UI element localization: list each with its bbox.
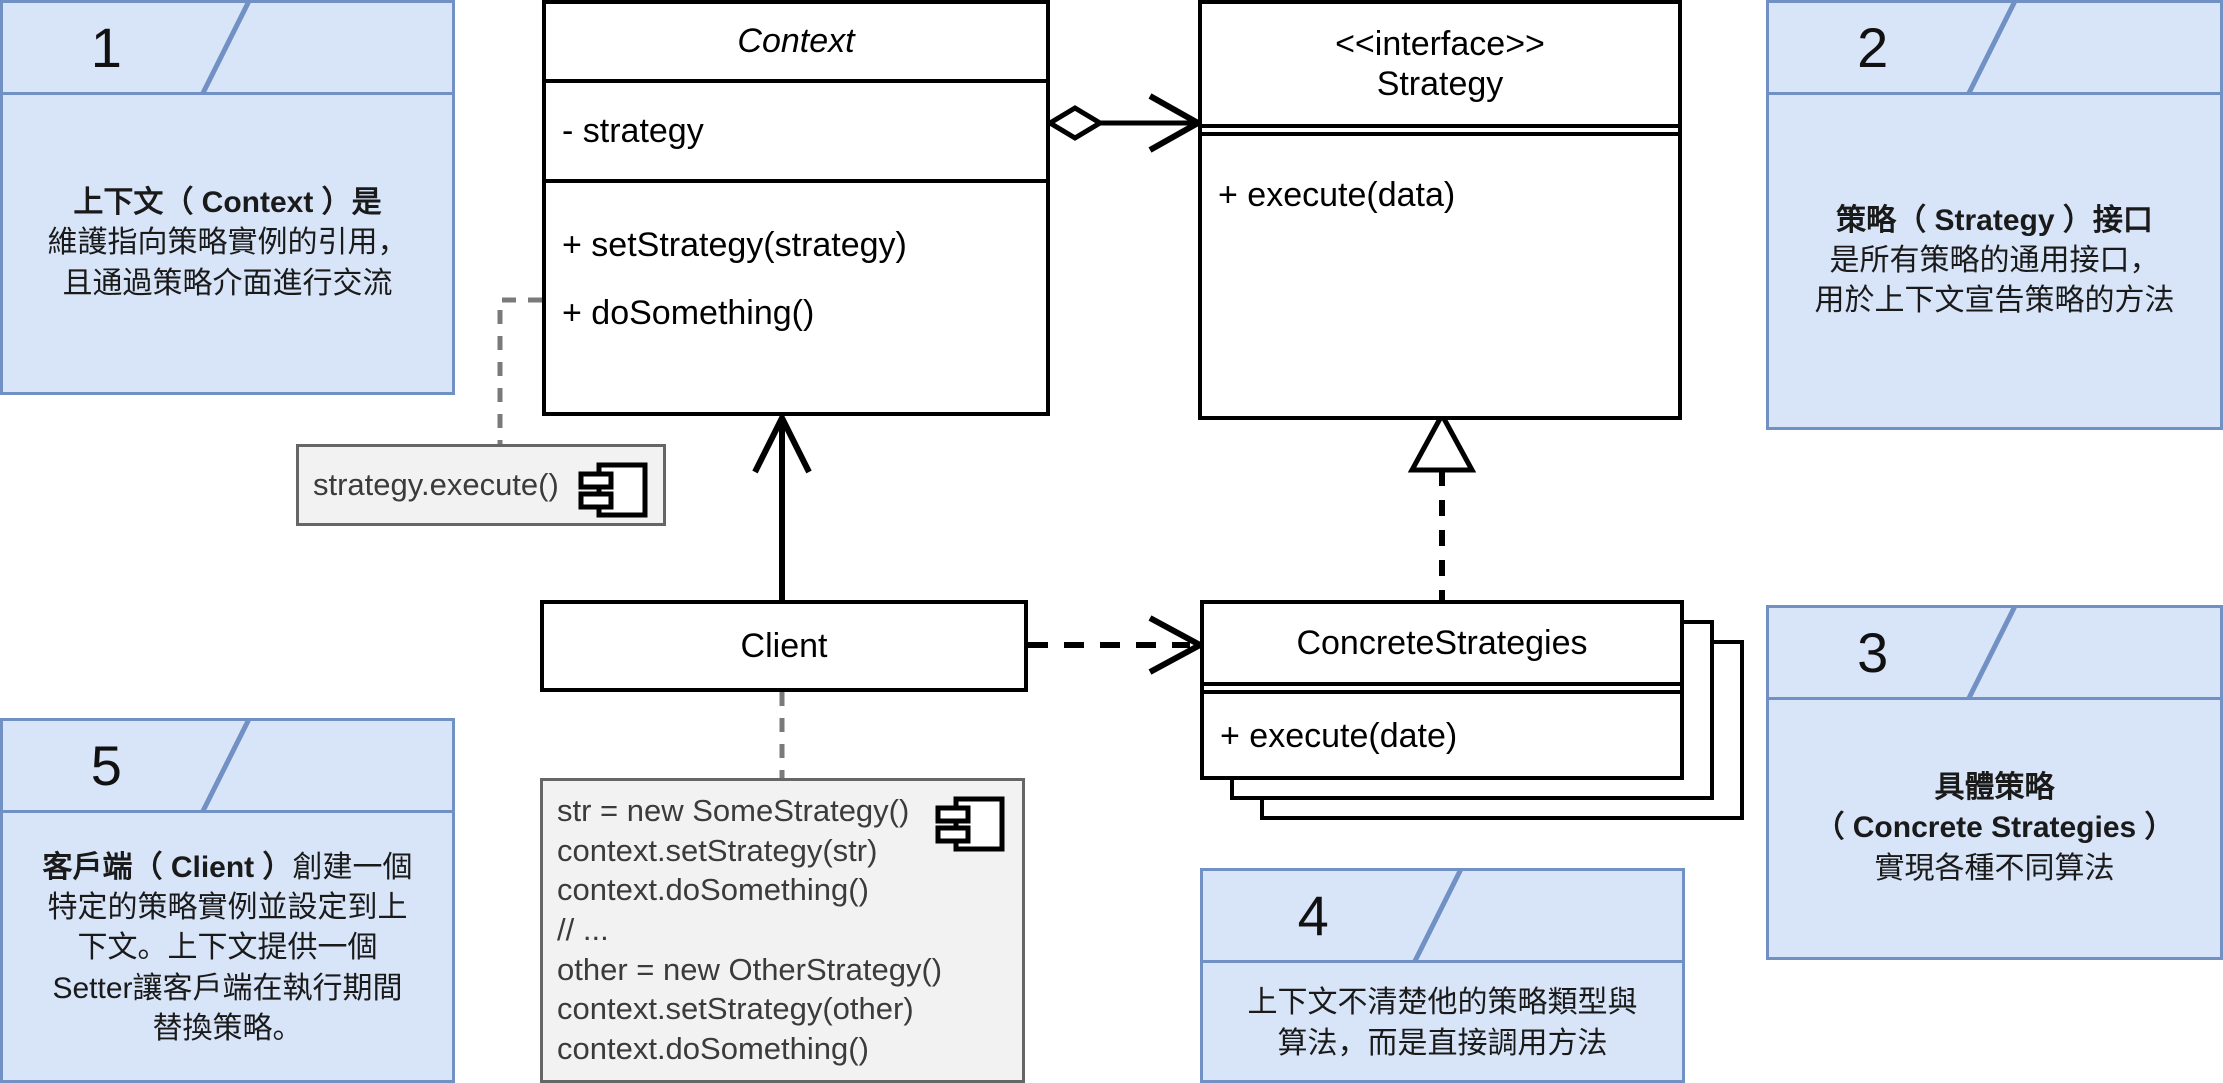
class-box-strategy[interactable]: <<interface>> Strategy + execute(data) — [1198, 0, 1682, 420]
note-4-slash-icon — [1412, 871, 1463, 960]
note-1-slash-icon — [200, 3, 251, 92]
strategy-interface-title: <<interface>> Strategy — [1202, 4, 1678, 124]
context-attribute-strategy: - strategy — [562, 111, 704, 150]
note-2-body: 策略（ Strategy ）接口是所有策略的通用接口，用於上下文宣告策略的方法 — [1769, 95, 2220, 427]
note-5-slash-icon — [200, 721, 251, 810]
context-to-strategy-aggregation-connector — [1045, 93, 1205, 153]
context-note-link-connector — [497, 297, 542, 444]
note-1-text: 上下文（ Context ）是維護指向策略實例的引用，且通過策略介面進行交流 — [47, 186, 408, 300]
context-operation-setstrategy: + setStrategy(strategy) — [562, 225, 907, 264]
note-1-number: 1 — [90, 15, 122, 79]
strategy-operation-execute: + execute(data) — [1218, 175, 1456, 214]
context-attributes-compartment: - strategy — [546, 79, 1046, 179]
code-note-client[interactable]: str = new SomeStrategy() context.setStra… — [540, 778, 1025, 1083]
component-icon — [578, 462, 648, 518]
code-note-context[interactable]: strategy.execute() — [296, 444, 666, 526]
strategy-class-name: Strategy — [1376, 65, 1504, 103]
note-3-header: 3 — [1769, 608, 2220, 700]
note-3-text: 具體策略（ Concrete Strategies ）實現各種不同算法 — [1814, 771, 2175, 885]
note-4-number: 4 — [1297, 883, 1329, 947]
note-2-header: 2 — [1769, 3, 2220, 95]
client-to-context-connector — [752, 411, 812, 600]
note-4-text: 上下文不清楚他的策略類型與算法，而是直接調用方法 — [1247, 986, 1638, 1060]
class-box-concrete-strategies[interactable]: ConcreteStrategies + execute(date) — [1200, 600, 1684, 780]
context-operations-compartment: + setStrategy(strategy) + doSomething() — [546, 179, 1046, 416]
strategy-operations-compartment: + execute(data) — [1202, 136, 1678, 416]
note-card-4[interactable]: 4 上下文不清楚他的策略類型與算法，而是直接調用方法 — [1200, 868, 1685, 1083]
note-5-number: 5 — [90, 733, 122, 797]
note-2-number: 2 — [1857, 15, 1889, 79]
concrete-strategies-operation-execute: + execute(date) — [1220, 716, 1458, 755]
note-3-slash-icon — [1967, 608, 2018, 697]
note-2-text: 策略（ Strategy ）接口是所有策略的通用接口，用於上下文宣告策略的方法 — [1814, 203, 2175, 318]
client-class-title: Client — [740, 626, 828, 665]
context-operation-dosomething: + doSomething() — [562, 293, 815, 332]
client-to-concrete-dependency-connector — [1028, 615, 1207, 675]
class-box-context[interactable]: Context - strategy + setStrategy(strateg… — [542, 0, 1050, 416]
class-box-concrete-strategies-stack: ConcreteStrategies + execute(date) — [1200, 600, 1744, 820]
concrete-to-strategy-realization-connector — [1407, 409, 1477, 600]
note-card-5[interactable]: 5 客戶端（ Client ）創建一個特定的策略實例並設定到上下文。上下文提供一… — [0, 718, 455, 1083]
concrete-strategies-empty-attributes-band — [1204, 682, 1680, 694]
note-card-1[interactable]: 1 上下文（ Context ）是維護指向策略實例的引用，且通過策略介面進行交流 — [0, 0, 455, 395]
code-note-client-text: str = new SomeStrategy() context.setStra… — [557, 793, 943, 1067]
concrete-strategies-operations-compartment: + execute(date) — [1204, 694, 1680, 778]
component-icon — [935, 796, 1005, 852]
code-note-context-text: strategy.execute() — [313, 467, 559, 503]
strategy-empty-attributes-band — [1202, 124, 1678, 136]
note-4-body: 上下文不清楚他的策略類型與算法，而是直接調用方法 — [1203, 963, 1682, 1080]
note-5-header: 5 — [3, 721, 452, 813]
note-2-slash-icon — [1967, 3, 2018, 92]
note-1-header: 1 — [3, 3, 452, 95]
note-1-body: 上下文（ Context ）是維護指向策略實例的引用，且通過策略介面進行交流 — [3, 95, 452, 392]
note-4-header: 4 — [1203, 871, 1682, 963]
class-box-client[interactable]: Client — [540, 600, 1028, 692]
strategy-stereotype: <<interface>> — [1335, 24, 1545, 63]
concrete-strategies-title: ConcreteStrategies — [1296, 623, 1588, 662]
context-class-title: Context — [737, 22, 855, 61]
note-card-2[interactable]: 2 策略（ Strategy ）接口是所有策略的通用接口，用於上下文宣告策略的方… — [1766, 0, 2223, 430]
note-3-body: 具體策略（ Concrete Strategies ）實現各種不同算法 — [1769, 700, 2220, 957]
note-card-3[interactable]: 3 具體策略（ Concrete Strategies ）實現各種不同算法 — [1766, 605, 2223, 960]
note-3-number: 3 — [1857, 620, 1889, 684]
